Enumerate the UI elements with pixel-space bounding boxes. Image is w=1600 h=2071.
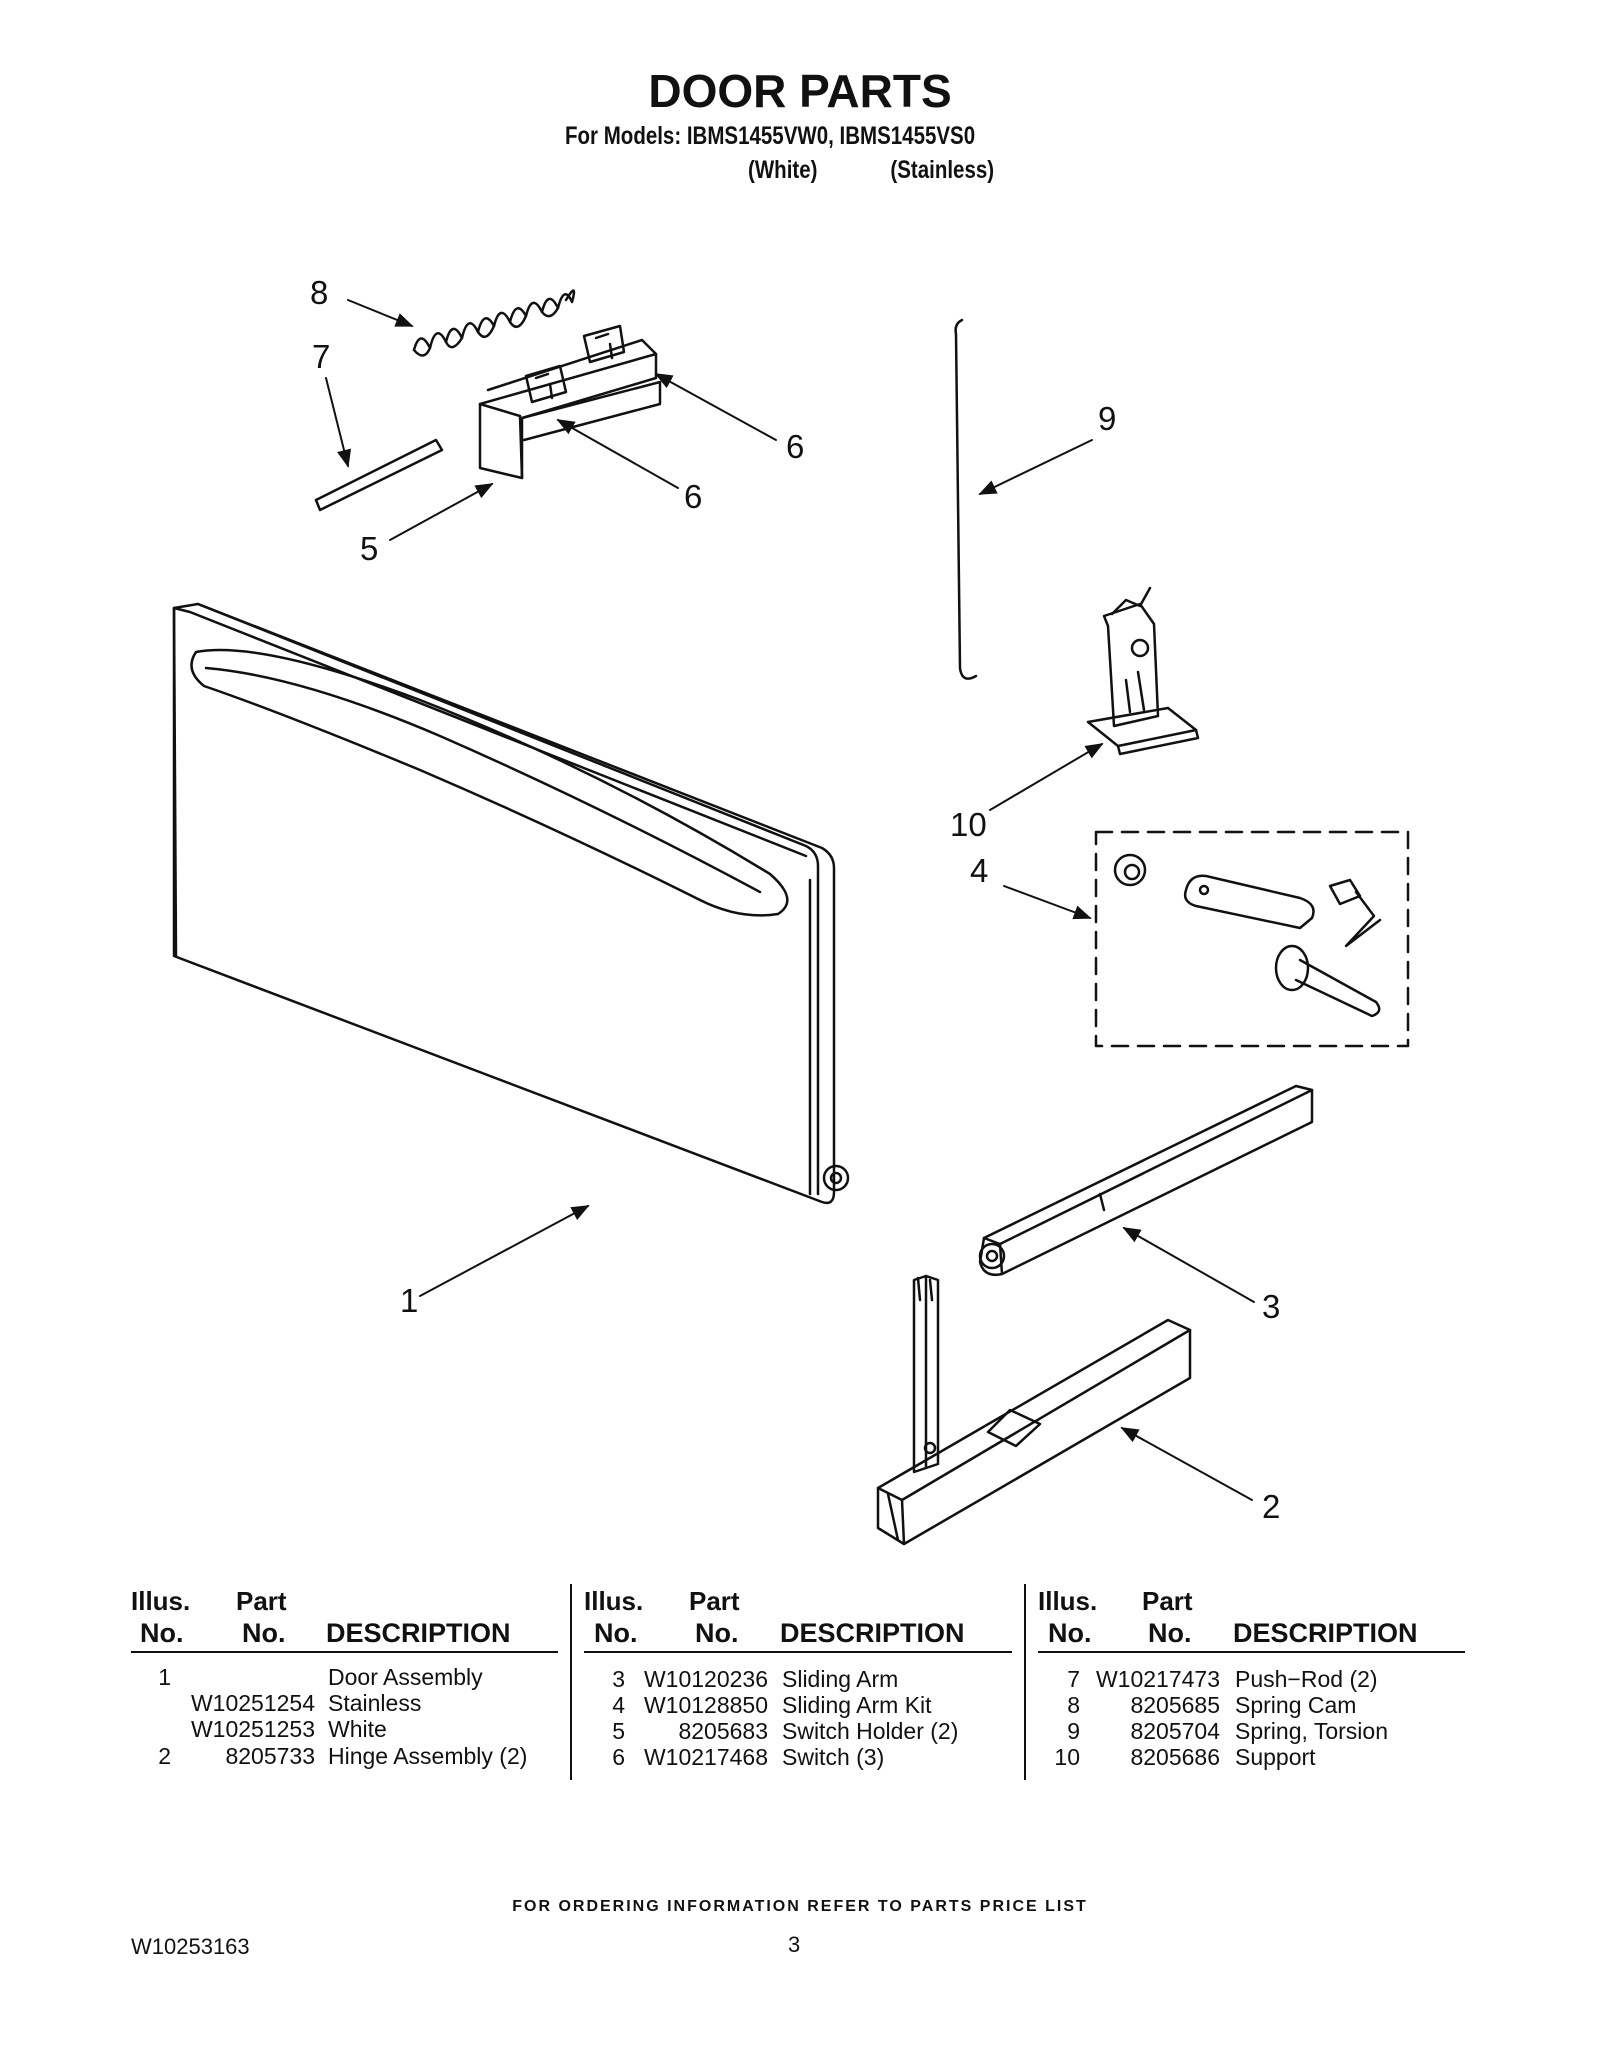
header-rule [1038,1651,1465,1653]
header-part-no: No. [1148,1618,1192,1648]
support-drawing [1086,586,1200,756]
model-variants: (White) (Stainless) [748,156,994,185]
variant-stainless: (Stainless) [890,156,995,184]
callout-7: 7 [312,338,331,375]
header-illus-no: No. [1048,1618,1092,1648]
header-rule [584,1651,1012,1653]
callout-1: 1 [400,1282,419,1319]
header-part: Part [689,1586,740,1616]
callout-4: 4 [970,852,989,889]
header-illus: Illus. [584,1586,644,1616]
callout-8: 8 [310,274,329,311]
callout-10: 10 [950,806,987,843]
sliding-arm-kit-drawing [1094,830,1410,1048]
header-description: DESCRIPTION [1233,1618,1418,1648]
callout-6: 6 [786,428,805,465]
callout-2: 2 [1262,1488,1281,1525]
header-part-no: No. [695,1618,739,1648]
callout-3: 3 [1262,1288,1281,1325]
switch-holder-drawing [478,338,662,480]
variant-white: (White) [748,156,818,184]
sliding-arm-drawing [978,1084,1314,1276]
header-illus: Illus. [1038,1586,1098,1616]
header-part-no: No. [242,1618,286,1648]
door-assembly-drawing [172,602,850,1205]
callout-6: 6 [684,478,703,515]
header-part: Part [1142,1586,1193,1616]
hinge-assembly-drawing [876,1274,1192,1546]
ordering-info-note: FOR ORDERING INFORMATION REFER TO PARTS … [512,1898,1088,1915]
header-illus: Illus. [131,1586,191,1616]
header-description: DESCRIPTION [780,1618,965,1648]
document-number: W10253163 [131,1934,250,1959]
callout-5: 5 [360,530,379,567]
exploded-parts-diagram [172,289,1410,1546]
callout-9: 9 [1098,400,1117,437]
column-divider [570,1584,572,1780]
header-description: DESCRIPTION [326,1618,511,1648]
callout-leaders [325,299,1255,1501]
header-rule [131,1651,558,1653]
header-part: Part [236,1586,287,1616]
page-title: DOOR PARTS [648,65,952,117]
spring-cam-drawing [412,289,576,357]
page-number: 3 [788,1932,801,1957]
push-rod-drawing [314,438,444,512]
torsion-spring-drawing [954,318,978,680]
switch-drawing [524,324,626,404]
header-illus-no: No. [594,1618,638,1648]
model-numbers: For Models: IBMS1455VW0, IBMS1455VS0 [565,122,976,150]
column-divider [1024,1584,1026,1780]
header-illus-no: No. [140,1618,184,1648]
